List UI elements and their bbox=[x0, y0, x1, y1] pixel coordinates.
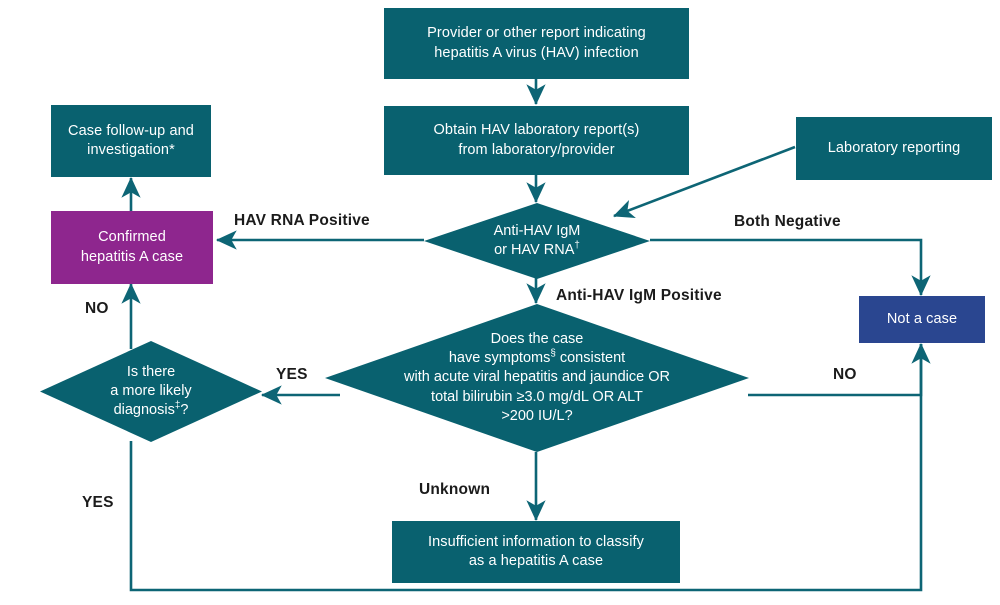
node-laboratory-reporting[interactable]: Laboratory reporting bbox=[796, 117, 992, 180]
more-likely-line3-post: ? bbox=[180, 402, 189, 419]
node-obtain-lab-report[interactable]: Obtain HAV laboratory report(s) from lab… bbox=[384, 106, 689, 175]
edge-label-hav-rna-positive: HAV RNA Positive bbox=[234, 212, 370, 229]
provider-report-line1: Provider or other report indicating bbox=[427, 25, 646, 42]
node-case-followup[interactable]: Case follow-up and investigation* bbox=[51, 105, 211, 177]
lab-test-line1: Anti-HAV IgM bbox=[493, 222, 581, 239]
confirmed-case-line1: Confirmed bbox=[98, 229, 166, 246]
confirmed-case-line2: hepatitis A case bbox=[80, 248, 184, 265]
obtain-lab-report-line2: from laboratory/provider bbox=[458, 141, 615, 158]
more-likely-double-dagger: ‡ bbox=[174, 400, 181, 412]
insufficient-info-line1: Insufficient information to classify bbox=[427, 533, 645, 550]
node-more-likely-decision[interactable]: Is there a more likely diagnosis‡? bbox=[40, 341, 262, 442]
symptoms-line3: with acute viral hepatitis and jaundice … bbox=[404, 369, 670, 386]
edge-label-yes-symptoms: YES bbox=[276, 366, 308, 383]
edge-label-unknown: Unknown bbox=[419, 481, 491, 498]
symptoms-line1: Does the case bbox=[490, 330, 584, 347]
symptoms-line2-pre: have symptoms bbox=[448, 350, 551, 367]
edge-label-no-symptoms: NO bbox=[833, 366, 857, 383]
symptoms-line5: >200 IU/L? bbox=[501, 407, 573, 424]
edge-label-both-negative: Both Negative bbox=[734, 213, 841, 230]
laboratory-reporting-line1: Laboratory reporting bbox=[827, 139, 961, 156]
more-likely-line3-pre: diagnosis bbox=[113, 402, 175, 419]
node-provider-report[interactable]: Provider or other report indicating hepa… bbox=[384, 8, 689, 79]
node-symptoms-decision[interactable]: Does the case have symptoms§ consistent … bbox=[325, 304, 749, 452]
insufficient-info-line2: as a hepatitis A case bbox=[468, 553, 604, 569]
provider-report-line2: hepatitis A virus (HAV) infection bbox=[434, 44, 639, 61]
symptoms-section-mark: § bbox=[550, 348, 556, 360]
obtain-lab-report-line1: Obtain HAV laboratory report(s) bbox=[433, 122, 640, 139]
case-followup-line1: Case follow-up and bbox=[68, 122, 194, 139]
node-insufficient-info[interactable]: Insufficient information to classify as … bbox=[392, 521, 680, 583]
more-likely-line1: Is there bbox=[126, 363, 176, 380]
edge-label-no-more-likely: NO bbox=[85, 300, 109, 317]
node-not-a-case[interactable]: Not a case bbox=[859, 296, 985, 343]
symptoms-line2-post: consistent bbox=[555, 350, 626, 367]
more-likely-line2: a more likely bbox=[110, 382, 192, 399]
edge-label-yes-more-likely: YES bbox=[82, 494, 114, 511]
node-lab-test-decision[interactable]: Anti-HAV IgM or HAV RNA† bbox=[424, 203, 650, 279]
lab-test-line2: or HAV RNA bbox=[494, 242, 575, 258]
not-a-case-line1: Not a case bbox=[886, 310, 958, 327]
symptoms-line4: total bilirubin ≥3.0 mg/dL OR ALT bbox=[431, 388, 643, 405]
edge-label-anti-hav-igm-positive: Anti-HAV IgM Positive bbox=[556, 287, 722, 304]
node-confirmed-case[interactable]: Confirmed hepatitis A case bbox=[51, 211, 213, 284]
lab-test-dagger: † bbox=[574, 240, 580, 252]
case-followup-line2: investigation* bbox=[87, 142, 175, 158]
